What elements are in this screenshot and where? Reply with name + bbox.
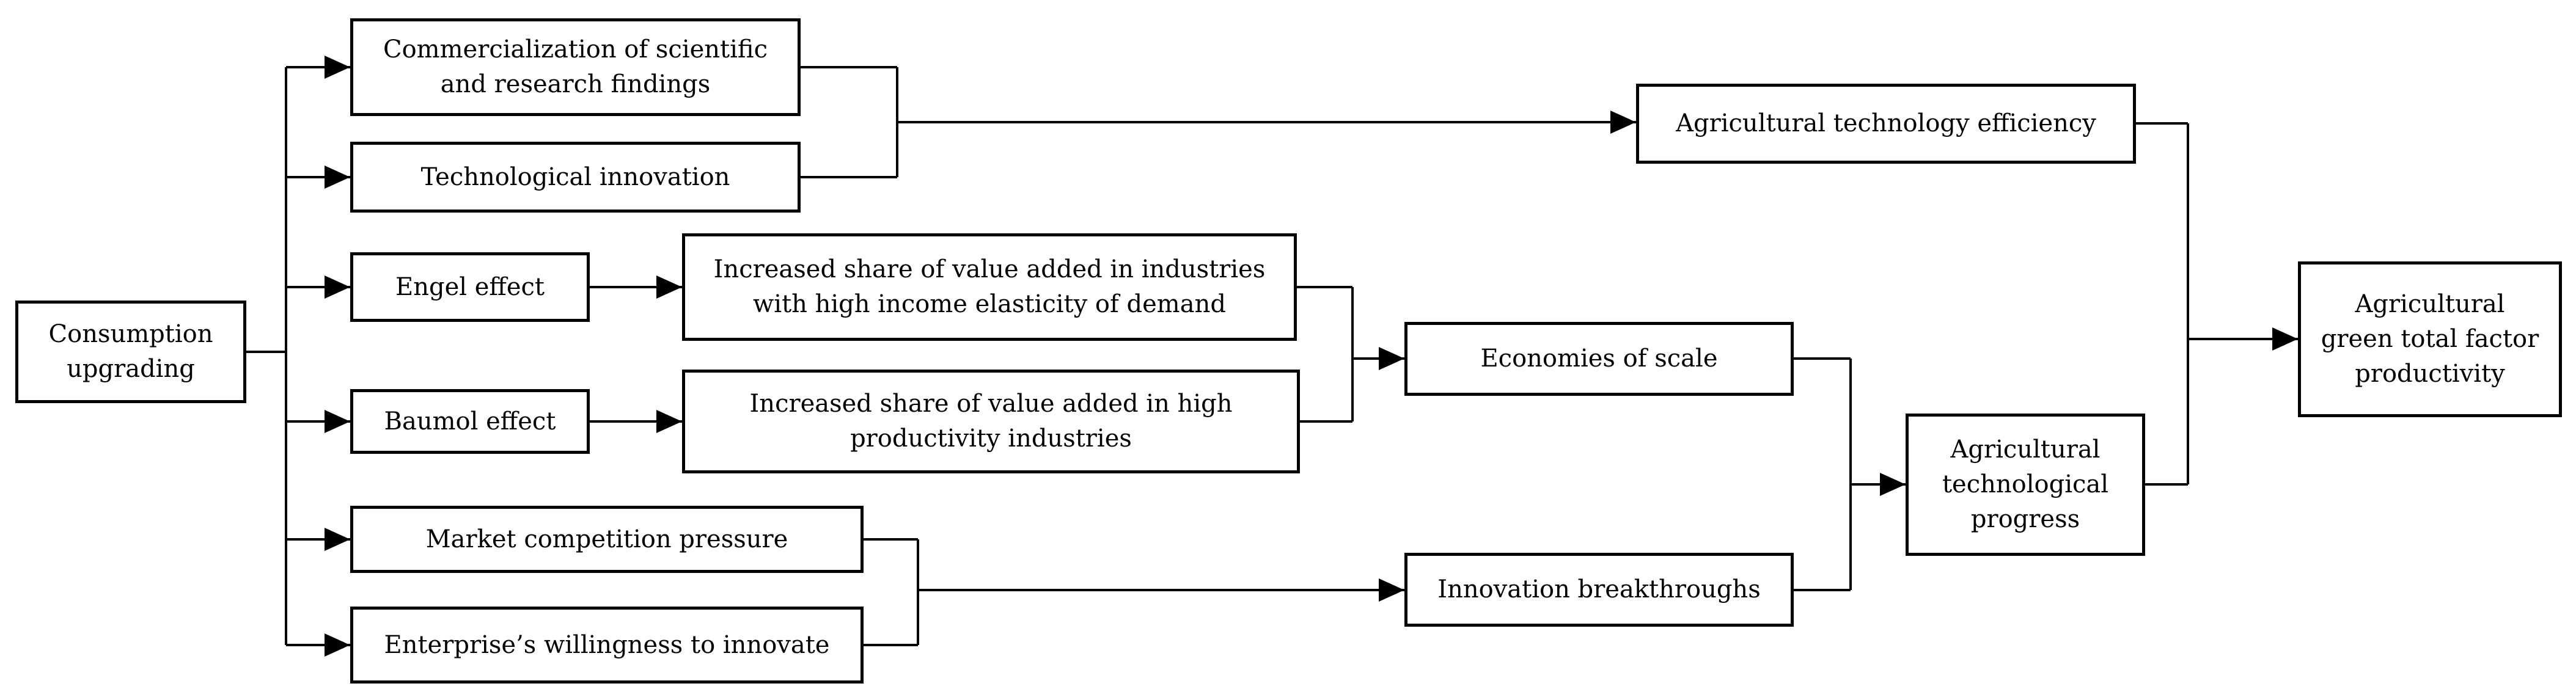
node-engel-effect: Engel effect — [350, 252, 590, 322]
edge-merge-to-agricultural-green-tfp — [2136, 122, 2298, 486]
node-increased-share-productivity: Increased share of value added in high p… — [682, 370, 1300, 473]
node-agricultural-technological-progress: Agricultural technological progress — [1906, 414, 2145, 556]
node-increased-share-elasticity-label: Increased share of value added in indust… — [713, 255, 1266, 318]
node-agricultural-technology-efficiency: Agricultural technology efficiency — [1636, 84, 2136, 164]
node-commercialization-label: Commercialization of scientific and rese… — [383, 35, 768, 98]
node-increased-share-elasticity: Increased share of value added in indust… — [682, 233, 1297, 341]
node-increased-share-productivity-label: Increased share of value added in high p… — [749, 390, 1233, 453]
node-baumol-effect-label: Baumol effect — [384, 407, 556, 436]
node-consumption-upgrading: Consumption upgrading — [15, 301, 246, 403]
edge-merge-to-agricultural-technological-progress — [1794, 357, 1906, 591]
node-agricultural-technological-progress-label: Agricultural technological progress — [1942, 436, 2109, 533]
edge-consumption-to-trunk — [246, 67, 287, 645]
node-enterprise-willingness-label: Enterprise’s willingness to innovate — [384, 630, 830, 659]
node-market-competition-pressure-label: Market competition pressure — [425, 525, 788, 553]
node-economies-of-scale: Economies of scale — [1404, 322, 1794, 396]
edge-merge-to-agricultural-technology-efficiency — [801, 66, 1636, 178]
node-baumol-effect: Baumol effect — [350, 389, 590, 454]
node-economies-of-scale-label: Economies of scale — [1480, 345, 1718, 373]
edge-merge-to-economies-of-scale — [1297, 286, 1404, 423]
node-enterprise-willingness: Enterprise’s willingness to innovate — [350, 607, 864, 684]
node-consumption-upgrading-label: Consumption upgrading — [48, 320, 213, 383]
edge-merge-to-innovation-breakthroughs — [864, 538, 1404, 646]
node-innovation-breakthroughs: Innovation breakthroughs — [1404, 553, 1794, 627]
node-market-competition-pressure: Market competition pressure — [350, 506, 864, 573]
node-technological-innovation-label: Technological innovation — [420, 162, 730, 191]
node-agricultural-technology-efficiency-label: Agricultural technology efficiency — [1676, 109, 2096, 138]
node-agricultural-green-tfp: Agricultural green total factor producti… — [2298, 261, 2562, 417]
node-technological-innovation: Technological innovation — [350, 142, 801, 213]
node-agricultural-green-tfp-label: Agricultural green total factor producti… — [2321, 290, 2539, 388]
node-innovation-breakthroughs-label: Innovation breakthroughs — [1437, 575, 1761, 604]
node-engel-effect-label: Engel effect — [395, 272, 545, 301]
node-commercialization: Commercialization of scientific and rese… — [350, 18, 801, 116]
